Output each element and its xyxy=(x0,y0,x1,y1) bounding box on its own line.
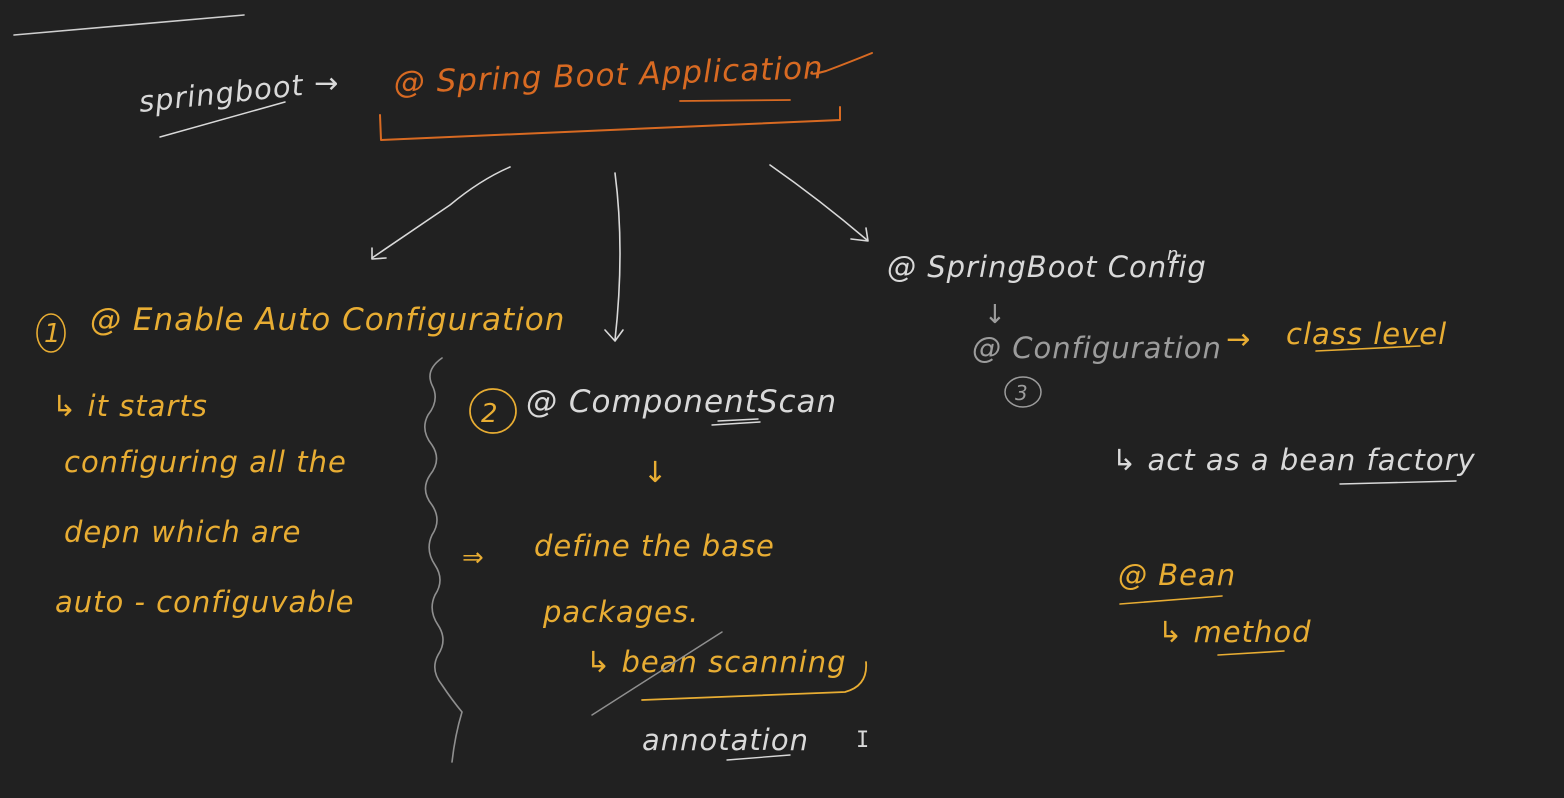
bean-factory-underline xyxy=(1339,480,1457,485)
method-text: ↳ method xyxy=(1158,615,1312,649)
arrow-to-springboot-config xyxy=(769,164,868,241)
component-scan-down-arrow: ↓ xyxy=(643,455,668,489)
enable-auto-line-4: auto - configuvable xyxy=(55,585,355,619)
enable-auto-config-section: 1 @ Enable Auto Configuration ↳ it start… xyxy=(36,302,565,619)
enable-auto-config-title: @ Enable Auto Configuration xyxy=(90,302,565,338)
springboot-application-annotation: @ Spring Boot Application xyxy=(393,50,824,101)
component-scan-underline xyxy=(711,418,761,426)
springboot-config-title: @ SpringBoot Config xyxy=(887,250,1207,284)
springboot-underline xyxy=(159,101,286,138)
arrow-head-left xyxy=(371,247,387,260)
annotation-underline xyxy=(726,754,791,761)
enable-auto-line-3: depn which are xyxy=(64,515,302,549)
component-scan-title: @ ComponentScan xyxy=(526,384,837,420)
number-2-circle xyxy=(469,388,517,434)
number-3: 3 xyxy=(1015,381,1029,405)
bean-strike xyxy=(591,631,723,716)
wavy-brace xyxy=(424,357,463,763)
configuration-annotation: @ Configuration xyxy=(972,331,1222,365)
arrow-head-right xyxy=(850,227,869,242)
method-underline xyxy=(1217,650,1285,656)
arrow-head-middle xyxy=(604,329,624,342)
bean-annotation: @ Bean xyxy=(1118,558,1236,592)
top-stroke-line xyxy=(13,14,245,36)
class-level-text: class level xyxy=(1286,317,1447,351)
number-2: 2 xyxy=(481,399,499,429)
application-underline xyxy=(679,99,791,102)
bean-scanning: ↳ bean scanning xyxy=(586,645,847,679)
top-arrow: → xyxy=(314,66,339,100)
bean-underline xyxy=(1119,595,1223,605)
number-1: 1 xyxy=(44,319,62,349)
text-cursor-icon: I xyxy=(856,728,869,753)
class-level-arrow: → xyxy=(1226,322,1251,356)
define-line-2: packages. xyxy=(542,595,699,629)
enable-auto-line-2: configuring all the xyxy=(64,445,347,479)
springboot-config-section: @ SpringBoot Config n ↓ @ Configuration … xyxy=(887,244,1476,656)
annotation-word: annotation xyxy=(642,723,809,757)
springboot-config-superscript: n xyxy=(1167,244,1179,265)
arrow-to-enable-auto xyxy=(371,166,511,259)
define-line-1: define the base xyxy=(534,529,775,563)
application-bracket xyxy=(379,106,841,141)
bean-factory-text: ↳ act as a bean factory xyxy=(1112,443,1476,477)
config-down-arrow: ↓ xyxy=(984,300,1007,330)
number-1-circle xyxy=(36,313,66,353)
component-scan-section: 2 @ ComponentScan ↓ ⇒ define the base pa… xyxy=(462,384,868,761)
springboot-application-group: @ Spring Boot Application xyxy=(379,50,873,141)
number-3-circle xyxy=(1004,376,1042,408)
check-mark xyxy=(810,52,873,75)
branch-arrows xyxy=(371,164,869,342)
implies-arrow: ⇒ xyxy=(462,543,485,573)
springboot-label: springboot xyxy=(137,68,306,119)
class-level-underline xyxy=(1315,345,1421,352)
enable-auto-line-1: ↳ it starts xyxy=(52,389,208,423)
springboot-label-group: springboot → xyxy=(137,66,339,138)
arrow-to-component-scan xyxy=(614,172,621,341)
bean-scanning-underline xyxy=(641,661,868,701)
